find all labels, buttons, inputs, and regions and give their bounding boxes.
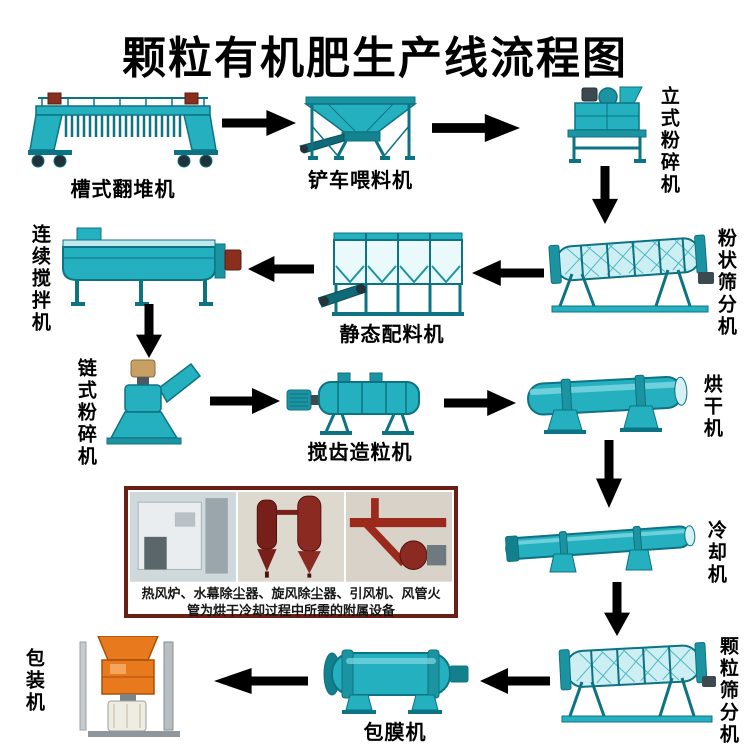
left-arrow-icon	[214, 668, 308, 694]
right-arrow-icon	[432, 114, 520, 142]
left-arrow-icon	[480, 668, 550, 694]
continuous-mixer-image	[62, 227, 242, 306]
machine-chain-crusher	[103, 358, 203, 446]
label-tooth-granulator: 搅齿造粒机	[307, 442, 413, 464]
arrow-granule-screener-to-coater	[480, 668, 550, 694]
right-arrow-icon	[222, 110, 296, 136]
furnace-photo-image	[130, 492, 236, 582]
machine-trough-turner	[28, 92, 218, 170]
arrow-coater-to-packer	[214, 668, 308, 694]
cooler-image	[505, 525, 696, 573]
label-coating: 包膜机	[363, 722, 427, 744]
label-powder-screener: 粉状筛分机	[714, 228, 736, 338]
page-title: 颗粒有机肥生产线流程图	[122, 34, 628, 83]
machine-packing	[52, 635, 207, 738]
left-arrow-icon	[248, 256, 314, 282]
label-cooler: 冷却机	[704, 520, 726, 586]
granule-screener-image	[558, 642, 716, 723]
machine-continuous-mixer	[55, 226, 243, 308]
chain-crusher-image	[106, 359, 202, 445]
coating-machine-image	[323, 649, 469, 714]
machine-cooler	[502, 514, 700, 576]
trough-turner-image	[28, 92, 218, 168]
packing-machine-image	[79, 635, 180, 737]
machine-static-batcher	[317, 230, 466, 318]
fan-duct-photo	[346, 492, 452, 582]
auxiliary-equipment-panel: 热风炉、水幕除尘器、旋风除尘器、引风机、风管火管为烘干冷却过程中所需的附属设备	[124, 486, 458, 618]
arrow-dryer-to-cooler	[596, 440, 622, 508]
label-packing: 包装机	[22, 648, 44, 714]
down-arrow-icon	[604, 582, 630, 636]
down-arrow-icon	[596, 440, 622, 508]
fan-duct-photo-image	[346, 492, 452, 582]
arrow-crusher-to-powder-screener	[592, 166, 618, 224]
vertical-crusher-image	[567, 86, 647, 163]
label-static-batcher: 静态配料机	[339, 324, 445, 346]
arrow-granulator-to-dryer	[444, 390, 516, 416]
label-loader-feeder: 铲车喂料机	[308, 170, 413, 192]
machine-coating	[316, 642, 474, 714]
machine-loader-feeder	[298, 96, 423, 161]
left-arrow-icon	[472, 260, 544, 286]
static-batcher-image	[317, 232, 464, 316]
dust-collector-photo	[238, 492, 344, 582]
down-arrow-icon	[136, 304, 162, 358]
arrow-turner-to-feeder	[222, 110, 296, 136]
arrow-mixer-to-chain-crusher	[136, 304, 162, 358]
down-arrow-icon	[592, 166, 618, 224]
label-dryer: 烘干机	[700, 374, 722, 440]
arrow-chain-crusher-to-granulator	[210, 388, 280, 414]
arrow-cooler-to-granule-screener	[604, 582, 630, 636]
machine-vertical-crusher	[562, 86, 652, 164]
dryer-image	[527, 374, 688, 434]
auxiliary-caption: 热风炉、水幕除尘器、旋风除尘器、引风机、风管火管为烘干冷却过程中所需的附属设备	[141, 585, 441, 619]
hot-air-furnace-photo	[130, 492, 236, 582]
arrow-batcher-to-mixer	[248, 256, 314, 282]
right-arrow-icon	[444, 390, 516, 416]
auxiliary-photos	[128, 490, 454, 584]
label-continuous-mixer: 连续搅拌机	[28, 224, 50, 334]
label-granule-screener: 颗粒筛分机	[716, 636, 738, 746]
arrow-powder-screener-to-batcher	[472, 260, 544, 286]
tooth-granulator-image	[286, 372, 420, 435]
machine-granule-screener	[556, 636, 718, 724]
arrow-feeder-to-vertical-crusher	[432, 114, 520, 142]
label-chain-crusher: 链式粉碎机	[74, 358, 96, 468]
machine-tooth-granulator	[286, 368, 434, 436]
label-trough-turner: 槽式翻堆机	[70, 179, 176, 201]
label-vertical-crusher: 立式粉碎机	[657, 86, 679, 196]
machine-powder-screener	[548, 228, 716, 313]
powder-screener-image	[548, 234, 714, 313]
loader-feeder-image	[299, 96, 418, 160]
machine-dryer	[524, 364, 696, 436]
right-arrow-icon	[210, 388, 280, 414]
dust-collector-photo-image	[238, 492, 344, 582]
